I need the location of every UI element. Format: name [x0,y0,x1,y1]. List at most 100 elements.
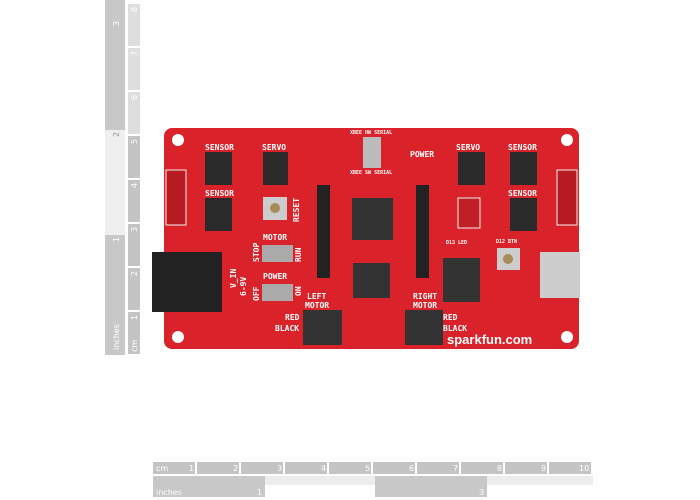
label-vin-range: 6-9V [239,277,248,296]
label-power-led: POWER [410,150,434,159]
label-xbee-hw: XBEE HW SERIAL [350,130,392,136]
ruler-cm-tick: 2 [233,464,238,473]
ruler-cm-segment [128,312,140,354]
sensor-header [205,198,232,231]
label-servo: SERVO [456,143,480,152]
ruler-cm-segment [197,462,239,474]
mounting-hole [172,331,184,343]
ruler-cm-tick: 10 [579,464,589,473]
sparkfun-logo: sparkfun.com [447,332,532,347]
label-sensor: SENSOR [205,189,234,198]
label-right-motor: MOTOR [413,301,437,310]
ruler-cm-tick: 6 [409,464,414,473]
ruler-bottom-inches-label: inches [156,488,182,497]
ruler-left-inch-tick: 2 [112,132,121,137]
ruler-cm-segment [461,462,503,474]
sensor-header [510,152,537,185]
ruler-cm-tick: 1 [189,464,194,473]
sensor-header [205,152,232,185]
usb-port [540,252,580,298]
label-stop: STOP [252,243,261,262]
label-black: BLACK [275,324,299,333]
pad-array [457,197,481,229]
left-motor-terminal [303,310,342,345]
usb-serial-chip [443,258,480,302]
ruler-cm-segment [285,462,327,474]
right-motor-terminal [405,310,443,345]
label-sensor: SENSOR [205,143,234,152]
right-pin-header [556,169,578,226]
ruler-cm-tick: 3 [277,464,282,473]
ruler-cm-tick: 8 [130,7,139,12]
ruler-cm-tick: 5 [365,464,370,473]
ruler-cm-segment [373,462,415,474]
ruler-cm-segment [329,462,371,474]
ruler-cm-segment [128,92,140,134]
vertical-ruler: 1 2 3 4 5 6 7 8 inches 1 2 3 cm [105,0,140,355]
label-right-motor: RIGHT [413,292,437,301]
ruler-cm-segment [128,136,140,178]
ruler-cm-tick: 7 [453,464,458,473]
label-on: ON [294,286,303,296]
ruler-cm-segment [128,48,140,90]
ruler-cm-segment [128,180,140,222]
mounting-hole [561,331,573,343]
label-xbee-sw: XBEE SW SERIAL [350,170,392,176]
label-motor: MOTOR [263,233,287,242]
label-power-switch: POWER [263,272,287,281]
ruler-cm-tick: 4 [130,183,139,188]
microcontroller-chip [352,198,393,240]
label-left-motor: LEFT [307,292,326,301]
servo-header [458,152,485,185]
ruler-bottom-inch-tick: 3 [479,488,484,497]
ruler-cm-segment [153,462,195,474]
label-run: RUN [294,247,303,262]
label-sensor: SENSOR [508,143,537,152]
left-pin-header [165,169,187,226]
label-vin: V_IN [229,269,238,288]
motor-switch [262,245,293,262]
label-off: OFF [252,286,261,301]
ruler-cm-segment [128,224,140,266]
ruler-cm-tick: 1 [130,315,139,320]
ruler-cm-tick: 8 [497,464,502,473]
ruler-cm-segment [241,462,283,474]
mounting-hole [172,134,184,146]
ruler-cm-segment [128,268,140,310]
ruler-cm-tick: 5 [130,139,139,144]
ruler-cm-tick: 6 [130,95,139,100]
ruler-left-inch-tick: 3 [112,21,121,26]
ruler-cm-segment [128,4,140,46]
ruler-left-inches-label: inches [112,324,121,350]
ruler-cm-tick: 2 [130,271,139,276]
label-d12-btn: D12 BTN [496,239,517,245]
dc-power-jack [152,252,222,312]
xbee-serial-switch [363,137,381,168]
motor-driver-chip [353,263,390,298]
ruler-cm-tick: 9 [541,464,546,473]
label-d13-led: D13 LED [446,240,467,246]
ruler-cm-tick: 7 [130,51,139,56]
label-reset: RESET [292,198,301,222]
ruler-cm-segment [549,462,591,474]
ruler-left-inch-tick: 1 [112,237,121,242]
ruler-left-cm-label: cm [130,340,139,352]
label-red: RED [443,313,458,322]
label-left-motor: MOTOR [305,301,329,310]
ruler-bottom-inch-tick: 1 [257,488,262,497]
sensor-header [510,198,537,231]
label-red: RED [285,313,300,322]
circuit-board: SENSOR SERVO SENSOR SERVO SENSOR SENSOR … [152,128,580,349]
power-switch [262,284,293,301]
ruler-cm-tick: 4 [321,464,326,473]
ruler-cm-tick: 3 [130,227,139,232]
mounting-hole [561,134,573,146]
ruler-cm-segment [505,462,547,474]
ruler-bottom-cm-label: cm [156,464,168,473]
label-sensor: SENSOR [508,189,537,198]
ruler-cm-segment [417,462,459,474]
label-black: BLACK [443,324,467,333]
label-servo: SERVO [262,143,286,152]
xbee-header-left [317,185,330,278]
